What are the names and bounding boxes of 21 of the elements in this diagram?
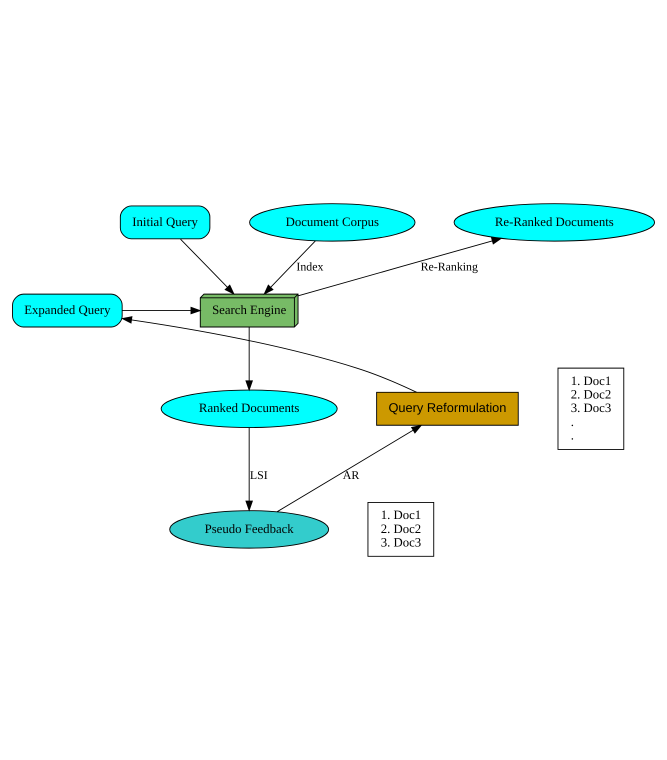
- arrow: [121, 316, 418, 393]
- edge-label: AR: [342, 468, 360, 482]
- arrow: [276, 424, 422, 512]
- node-ellipse: Ranked Documents: [160, 390, 338, 428]
- arrow: [263, 240, 316, 295]
- node-ellipse: Document Corpus: [249, 203, 416, 242]
- edge-label: Index: [296, 260, 324, 274]
- arrow: [245, 326, 253, 392]
- node-box: Initial Query: [120, 205, 210, 240]
- arrow: [180, 238, 235, 295]
- node-box: Expanded Query: [12, 294, 123, 328]
- node-ellipse: Pseudo Feedback: [169, 510, 330, 549]
- edge-label: LSI: [250, 468, 268, 482]
- node-ellipse: Re-Ranked Documents: [454, 203, 656, 242]
- node-box: 1. Doc1 2. Doc2 3. Doc3 . .: [558, 368, 624, 450]
- node-box: Query Reformulation: [376, 392, 519, 426]
- arrow: [245, 427, 253, 512]
- node-box: 1. Doc1 2. Doc2 3. Doc3: [367, 502, 434, 557]
- edge-label: Re-Ranking: [420, 260, 478, 274]
- arrow: [122, 306, 202, 314]
- arrow: [298, 237, 503, 296]
